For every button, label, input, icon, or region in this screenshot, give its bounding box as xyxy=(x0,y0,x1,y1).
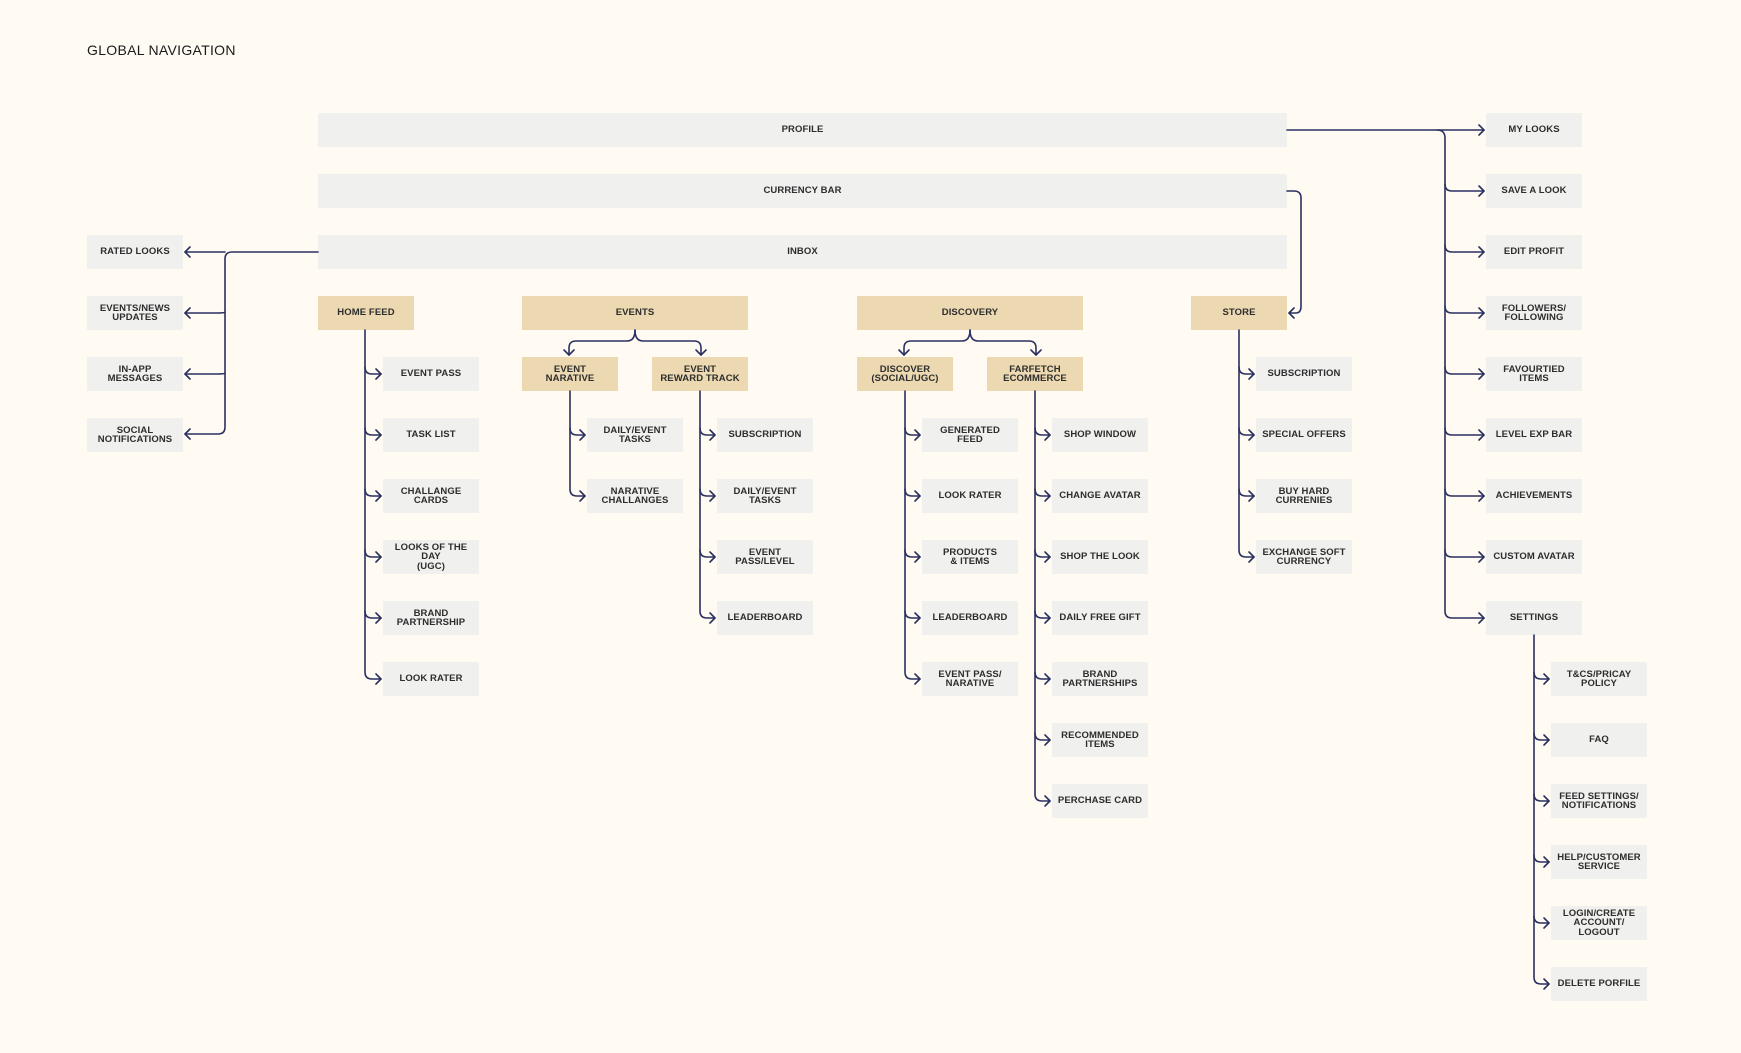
store-item-subscription: SUBSCRIPTION xyxy=(1256,357,1352,391)
profile-item-level-exp-bar: LEVEL EXP BAR xyxy=(1486,418,1582,452)
profile-item-favourtied-items: FAVOURTIED ITEMS xyxy=(1486,357,1582,391)
settings-item-help-customer-service: HELP/CUSTOMER SERVICE xyxy=(1551,845,1647,879)
profile-item-achievements: ACHIEVEMENTS xyxy=(1486,479,1582,513)
currency-bar: CURRENCY BAR xyxy=(318,174,1287,208)
farfetch-item-perchase-card: PERCHASE CARD xyxy=(1052,784,1148,818)
narative-item-daily-event-tasks: DAILY/EVENT TASKS xyxy=(587,418,683,452)
section-store: STORE xyxy=(1191,296,1287,330)
section-home-feed: HOME FEED xyxy=(318,296,414,330)
farfetch-item-shop-window: SHOP WINDOW xyxy=(1052,418,1148,452)
settings-item-tcs-pricay-policy: T&CS/PRICAY POLICY xyxy=(1551,662,1647,696)
reward-item-daily-event-tasks: DAILY/EVENT TASKS xyxy=(717,479,813,513)
profile-item-settings: SETTINGS xyxy=(1486,601,1582,635)
discover-item-generated-feed: GENERATED FEED xyxy=(922,418,1018,452)
profile-item-custom-avatar: CUSTOM AVATAR xyxy=(1486,540,1582,574)
home-feed-item-task-list: TASK LIST xyxy=(383,418,479,452)
home-feed-item-looks-of-the-day: LOOKS OF THE DAY (UGC) xyxy=(383,540,479,574)
discover-item-look-rater: LOOK RATER xyxy=(922,479,1018,513)
section-discovery: DISCOVERY xyxy=(857,296,1083,330)
page-title: GLOBAL NAVIGATION xyxy=(87,42,236,58)
narative-item-narative-challanges: NARATIVE CHALLANGES xyxy=(587,479,683,513)
profile-item-followers-following: FOLLOWERS/ FOLLOWING xyxy=(1486,296,1582,330)
store-item-special-offers: SPECIAL OFFERS xyxy=(1256,418,1352,452)
settings-item-login-create-account: LOGIN/CREATE ACCOUNT/ LOGOUT xyxy=(1551,906,1647,940)
farfetch-item-recommended-items: RECOMMENDED ITEMS xyxy=(1052,723,1148,757)
inbox-item-events-news-updates: EVENTS/NEWS UPDATES xyxy=(87,296,183,330)
farfetch-item-change-avatar: CHANGE AVATAR xyxy=(1052,479,1148,513)
reward-item-subscription: SUBSCRIPTION xyxy=(717,418,813,452)
discover-item-leaderboard: LEADERBOARD xyxy=(922,601,1018,635)
profile-item-my-looks: MY LOOKS xyxy=(1486,113,1582,147)
home-feed-item-event-pass: EVENT PASS xyxy=(383,357,479,391)
settings-item-feed-settings: FEED SETTINGS/ NOTIFICATIONS xyxy=(1551,784,1647,818)
profile-item-save-a-look: SAVE A LOOK xyxy=(1486,174,1582,208)
events-sub-narative: EVENT NARATIVE xyxy=(522,357,618,391)
discover-item-products-items: PRODUCTS & ITEMS xyxy=(922,540,1018,574)
farfetch-item-shop-the-look: SHOP THE LOOK xyxy=(1052,540,1148,574)
settings-item-delete-porfile: DELETE PORFILE xyxy=(1551,967,1647,1001)
profile-item-edit-profit: EDIT PROFIT xyxy=(1486,235,1582,269)
home-feed-item-brand-partnership: BRAND PARTNERSHIP xyxy=(383,601,479,635)
store-item-exchange-soft-currency: EXCHANGE SOFT CURRENCY xyxy=(1256,540,1352,574)
settings-item-faq: FAQ xyxy=(1551,723,1647,757)
discovery-sub-discover: DISCOVER (SOCIAL/UGC) xyxy=(857,357,953,391)
farfetch-item-daily-free-gift: DAILY FREE GIFT xyxy=(1052,601,1148,635)
inbox-item-in-app-messages: IN-APP MESSAGES xyxy=(87,357,183,391)
events-sub-reward-track: EVENT REWARD TRACK xyxy=(652,357,748,391)
reward-item-event-pass-level: EVENT PASS/LEVEL xyxy=(717,540,813,574)
profile-bar: PROFILE xyxy=(318,113,1287,147)
discovery-sub-farfetch: FARFETCH ECOMMERCE xyxy=(987,357,1083,391)
inbox-bar: INBOX xyxy=(318,235,1287,269)
inbox-item-social-notifications: SOCIAL NOTIFICATIONS xyxy=(87,418,183,452)
farfetch-item-brand-partnerships: BRAND PARTNERSHIPS xyxy=(1052,662,1148,696)
home-feed-item-challange-cards: CHALLANGE CARDS xyxy=(383,479,479,513)
store-item-buy-hard-curenies: BUY HARD CURRENIES xyxy=(1256,479,1352,513)
reward-item-leaderboard: LEADERBOARD xyxy=(717,601,813,635)
discover-item-event-pass-narative: EVENT PASS/ NARATIVE xyxy=(922,662,1018,696)
home-feed-item-look-rater: LOOK RATER xyxy=(383,662,479,696)
inbox-item-rated-looks: RATED LOOKS xyxy=(87,235,183,269)
section-events: EVENTS xyxy=(522,296,748,330)
